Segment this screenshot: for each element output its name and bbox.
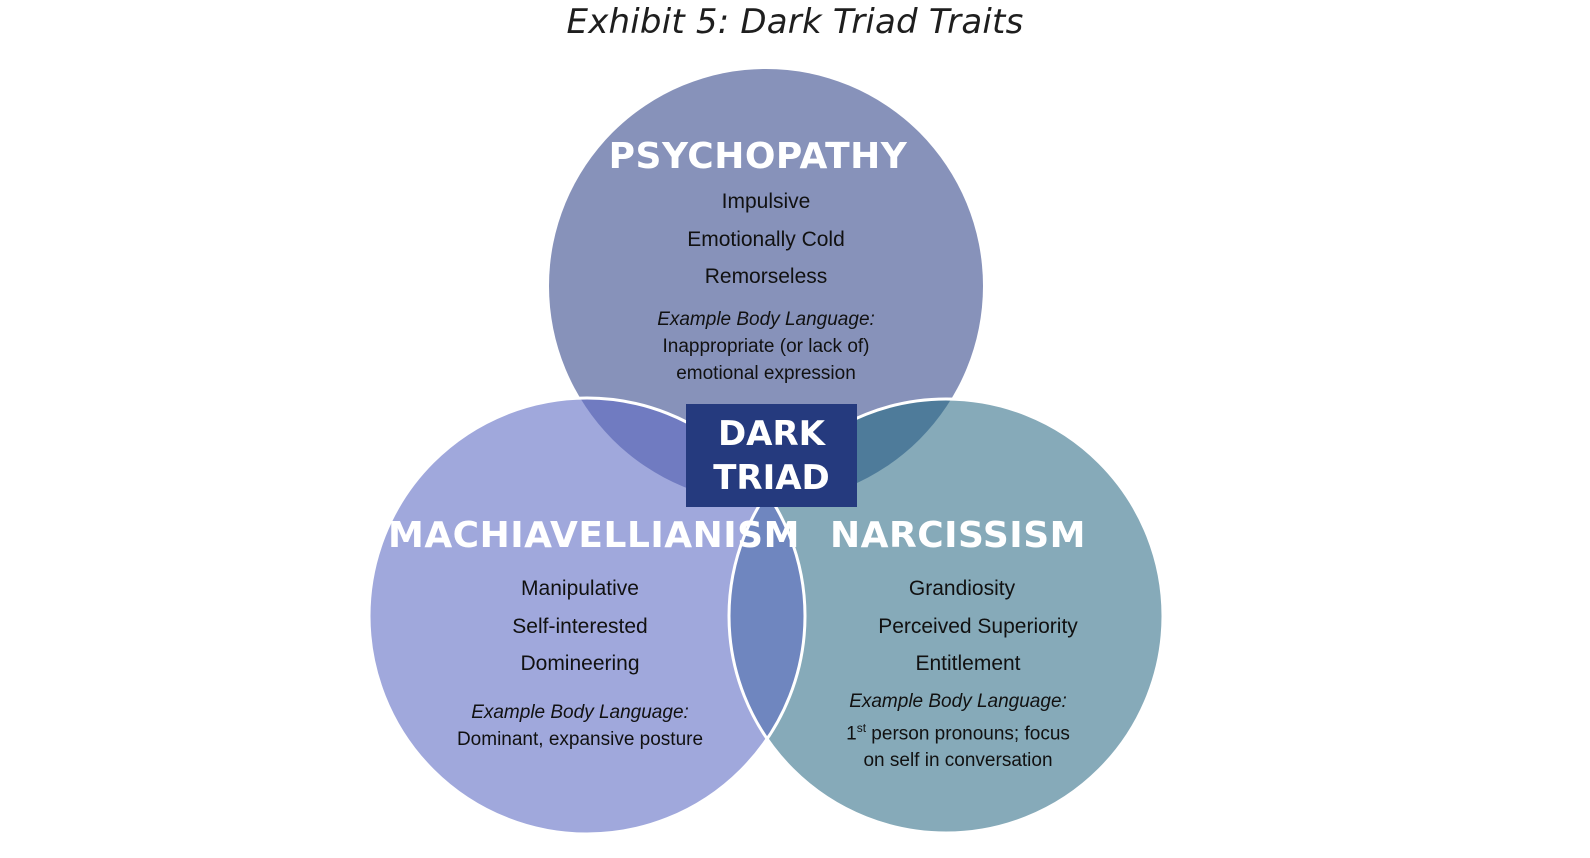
psychopathy-trait: Impulsive (721, 190, 811, 213)
narcissism-example-superscript: st (856, 720, 867, 735)
psychopathy-example-label: Example Body Language: (657, 308, 875, 330)
page-title: Exhibit 5: Dark Triad Traits (566, 2, 1024, 42)
dark-triad-center-box: DARK TRIAD (686, 404, 857, 507)
psychopathy-circle (549, 69, 983, 503)
center-label-line1: DARK (717, 413, 826, 454)
narcissism-example-text: on self in conversation (863, 749, 1053, 771)
narcissism-heading: NARCISSISM (830, 515, 1086, 556)
machiavellianism-trait: Self-interested (512, 614, 648, 638)
narcissism-outline (727, 397, 1165, 835)
machiavellianism-trait: Domineering (520, 652, 640, 675)
narcissism-content: NARCISSISM Grandiosity Perceived Superio… (758, 515, 1158, 774)
narcissism-example-text: 1st person pronouns; focus (758, 715, 1158, 747)
narcissism-trait: Entitlement (915, 652, 1021, 675)
narcissism-circle (729, 399, 1163, 833)
machiavellianism-heading: MACHIAVELLIANISM (388, 515, 800, 556)
narcissism-trait: Grandiosity (908, 577, 1016, 600)
psychopathy-example-text: Inappropriate (or lack of) (662, 335, 870, 357)
psychopathy-heading: PSYCHOPATHY (608, 136, 908, 177)
narcissism-example-label: Example Body Language: (849, 690, 1067, 712)
narcissism-trait: Perceived Superiority (878, 614, 1078, 638)
machiavellianism-circle (369, 398, 805, 834)
psychopathy-example-text: emotional expression (676, 362, 856, 384)
machiavellianism-outline (367, 396, 807, 836)
machiavellianism-content: MACHIAVELLIANISM Manipulative Self-inter… (388, 515, 800, 753)
psychopathy-trait: Remorseless (704, 265, 828, 288)
machiavellianism-example-label: Example Body Language: (471, 701, 689, 723)
psychopathy-trait: Emotionally Cold (687, 227, 845, 251)
psychopathy-content: PSYCHOPATHY Impulsive Emotionally Cold R… (566, 136, 966, 387)
machiavellianism-example-text: Dominant, expansive posture (456, 728, 704, 750)
machiavellianism-trait: Manipulative (521, 577, 639, 600)
narcissism-example-rest: person pronouns; focus (866, 722, 1070, 744)
center-label-line2: TRIAD (713, 457, 830, 498)
narcissism-example-prefix: 1 (846, 722, 857, 744)
